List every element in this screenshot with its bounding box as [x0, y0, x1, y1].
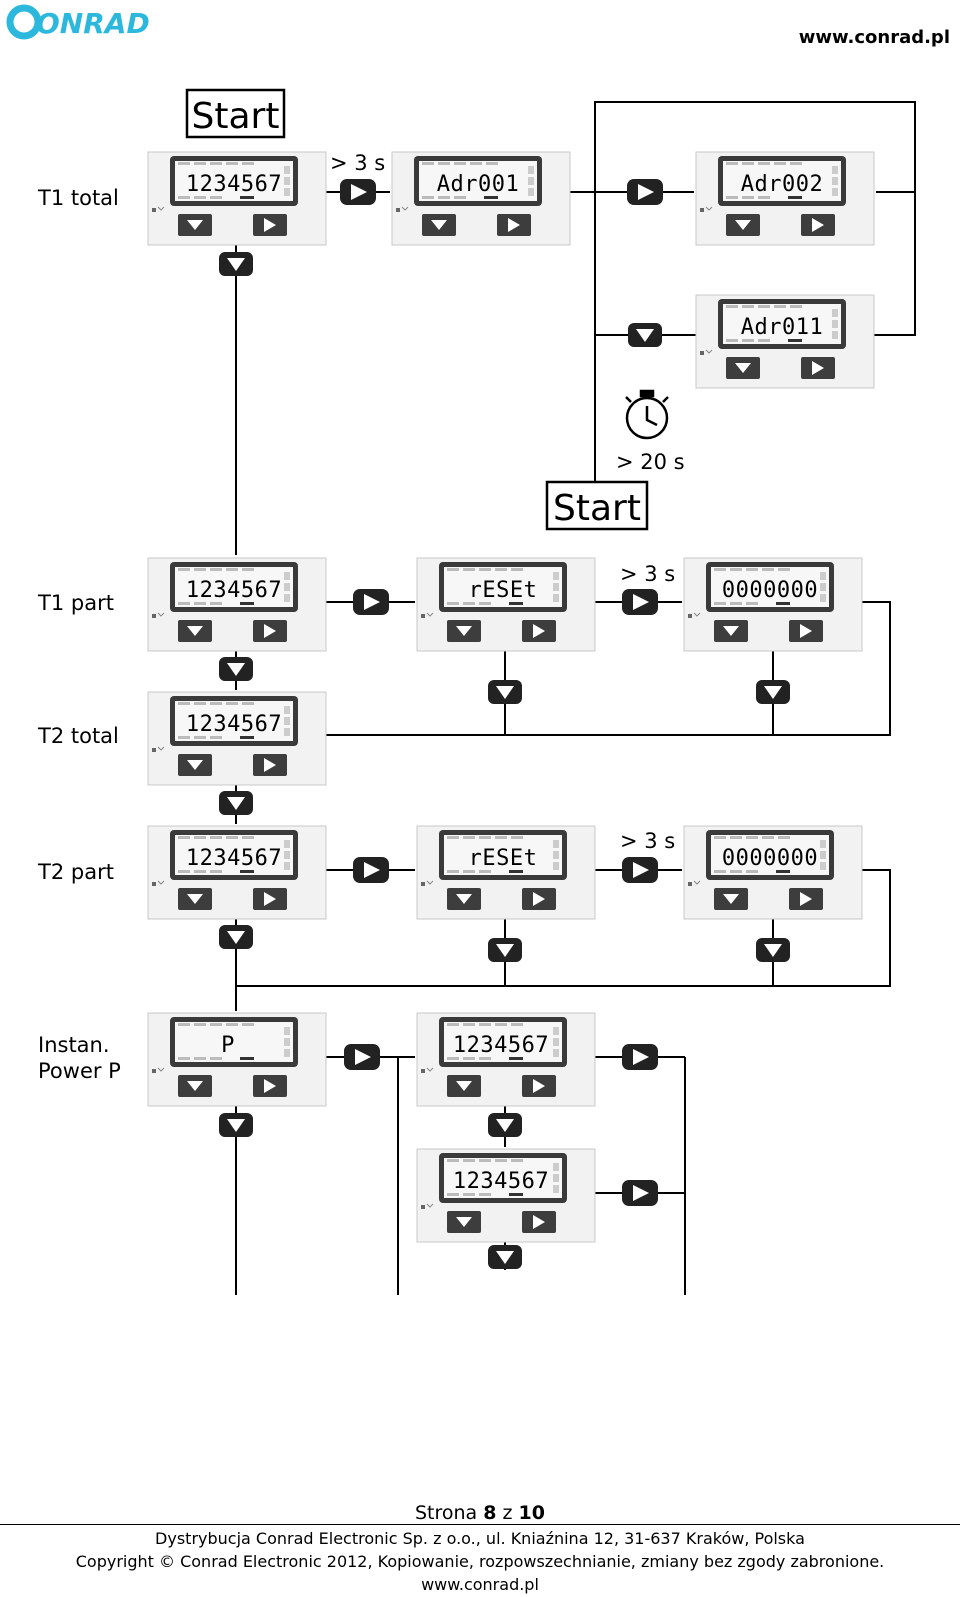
start-box-bottom: Start: [545, 480, 649, 531]
row-label-t2-part: T2 part: [37, 860, 114, 884]
down-arrow-icon: [488, 1245, 522, 1269]
right-arrow-icon: [353, 589, 389, 615]
meter-t1-zero: 0000000: [683, 557, 863, 652]
down-arrow-icon: [219, 657, 253, 681]
right-arrow-icon: [622, 589, 658, 615]
down-arrow-icon: [756, 680, 790, 704]
svg-text:0000000: 0000000: [722, 578, 818, 603]
svg-text:Adr001: Adr001: [437, 172, 519, 197]
note-long-press-3: > 3 s: [620, 829, 675, 853]
note-timeout: > 20 s: [616, 450, 685, 474]
meter-t1-part: 1234567: [147, 557, 327, 652]
svg-text:rESEt: rESEt: [469, 846, 538, 871]
right-arrow-icon: [353, 857, 389, 883]
svg-text:Adr011: Adr011: [741, 315, 823, 340]
down-arrow-icon: [488, 1113, 522, 1137]
right-arrow-icon: [622, 1044, 658, 1070]
svg-text:1234567: 1234567: [453, 1033, 549, 1058]
svg-text:P: P: [221, 1033, 235, 1058]
menu-flow-diagram: Start Start > 3 s > 20 s > 3 s > 3 s T1 …: [37, 88, 916, 1295]
svg-text:1234567: 1234567: [186, 172, 282, 197]
footer-url: www.conrad.pl: [421, 1575, 539, 1594]
svg-text:1234567: 1234567: [453, 1169, 549, 1194]
down-arrow-icon: [628, 323, 662, 347]
stopwatch-icon: [625, 389, 669, 440]
right-arrow-icon: [622, 857, 658, 883]
svg-text:1234567: 1234567: [186, 578, 282, 603]
meter-t2-part: 1234567: [147, 825, 327, 920]
svg-text:0000000: 0000000: [722, 846, 818, 871]
footer-distribution: Dystrybucja Conrad Electronic Sp. z o.o.…: [155, 1529, 805, 1548]
down-arrow-icon: [219, 791, 253, 815]
meter-power-value-1: 1234567: [416, 1012, 596, 1107]
footer-divider: [0, 1524, 960, 1525]
right-arrow-icon: [622, 1180, 658, 1206]
right-arrow-icon: [344, 1044, 380, 1070]
down-arrow-icon: [488, 680, 522, 704]
row-label-power-p: Power P: [38, 1059, 121, 1083]
meter-power-value-2: 1234567: [416, 1148, 596, 1243]
note-long-press-2: > 3 s: [620, 562, 675, 586]
svg-text:Start: Start: [553, 488, 641, 529]
page-number: Strona 8 z 10: [414, 1502, 545, 1524]
flow-lines: [235, 101, 916, 1295]
meter-t2-reset: rESEt: [416, 825, 596, 920]
header-url: www.conrad.pl: [798, 27, 950, 48]
meter-t2-zero: 0000000: [683, 825, 863, 920]
svg-text:Start: Start: [192, 96, 280, 137]
note-long-press-1: > 3 s: [330, 151, 385, 175]
meter-power: P: [147, 1012, 327, 1107]
row-label-t2-total: T2 total: [37, 724, 119, 748]
row-label-instan: Instan.: [38, 1033, 110, 1057]
down-arrow-icon: [756, 938, 790, 962]
row-label-t1-part: T1 part: [37, 591, 114, 615]
meter-t1-reset: rESEt: [416, 557, 596, 652]
conrad-logo: ONRAD: [6, 4, 150, 40]
row-label-t1-total: T1 total: [37, 186, 119, 210]
svg-text:1234567: 1234567: [186, 712, 282, 737]
svg-text:rESEt: rESEt: [469, 578, 538, 603]
right-arrow-icon: [340, 179, 376, 205]
down-arrow-icon: [219, 1113, 253, 1137]
down-arrow-icon: [488, 938, 522, 962]
svg-text:1234567: 1234567: [186, 846, 282, 871]
meter-adr011: Adr011: [695, 294, 875, 389]
meter-t2-total: 1234567: [147, 691, 327, 786]
down-arrow-icon: [219, 925, 253, 949]
footer-copyright: Copyright © Conrad Electronic 2012, Kopi…: [75, 1552, 885, 1571]
right-arrow-icon: [627, 179, 663, 205]
meter-adr001: Adr001: [391, 151, 571, 246]
meter-adr002: Adr002: [695, 151, 875, 246]
start-box-top: Start: [185, 88, 286, 139]
svg-text:ONRAD: ONRAD: [36, 7, 150, 40]
meter-t1-total: 1234567: [147, 151, 327, 246]
svg-text:Adr002: Adr002: [741, 172, 823, 197]
down-arrow-icon: [219, 252, 253, 276]
